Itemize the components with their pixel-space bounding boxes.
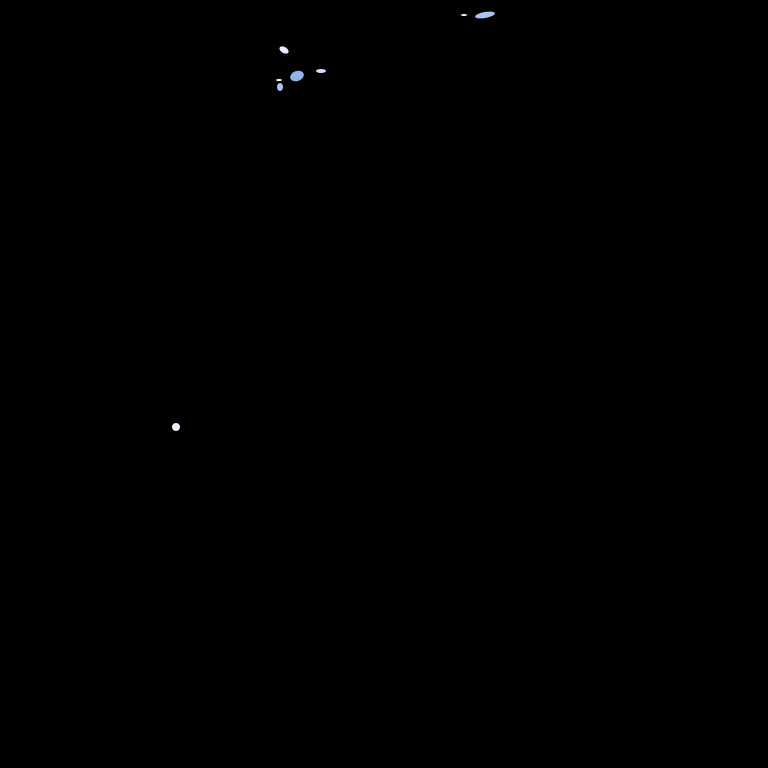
precipitation-echo [279,46,289,54]
precipitation-echo [461,14,467,16]
precipitation-echo [316,69,326,73]
precipitation-echo [172,423,180,431]
precipitation-echo [276,79,282,81]
precipitation-echo [290,70,304,82]
precipitation-echo [475,11,495,19]
precipitation-echo [277,83,283,91]
